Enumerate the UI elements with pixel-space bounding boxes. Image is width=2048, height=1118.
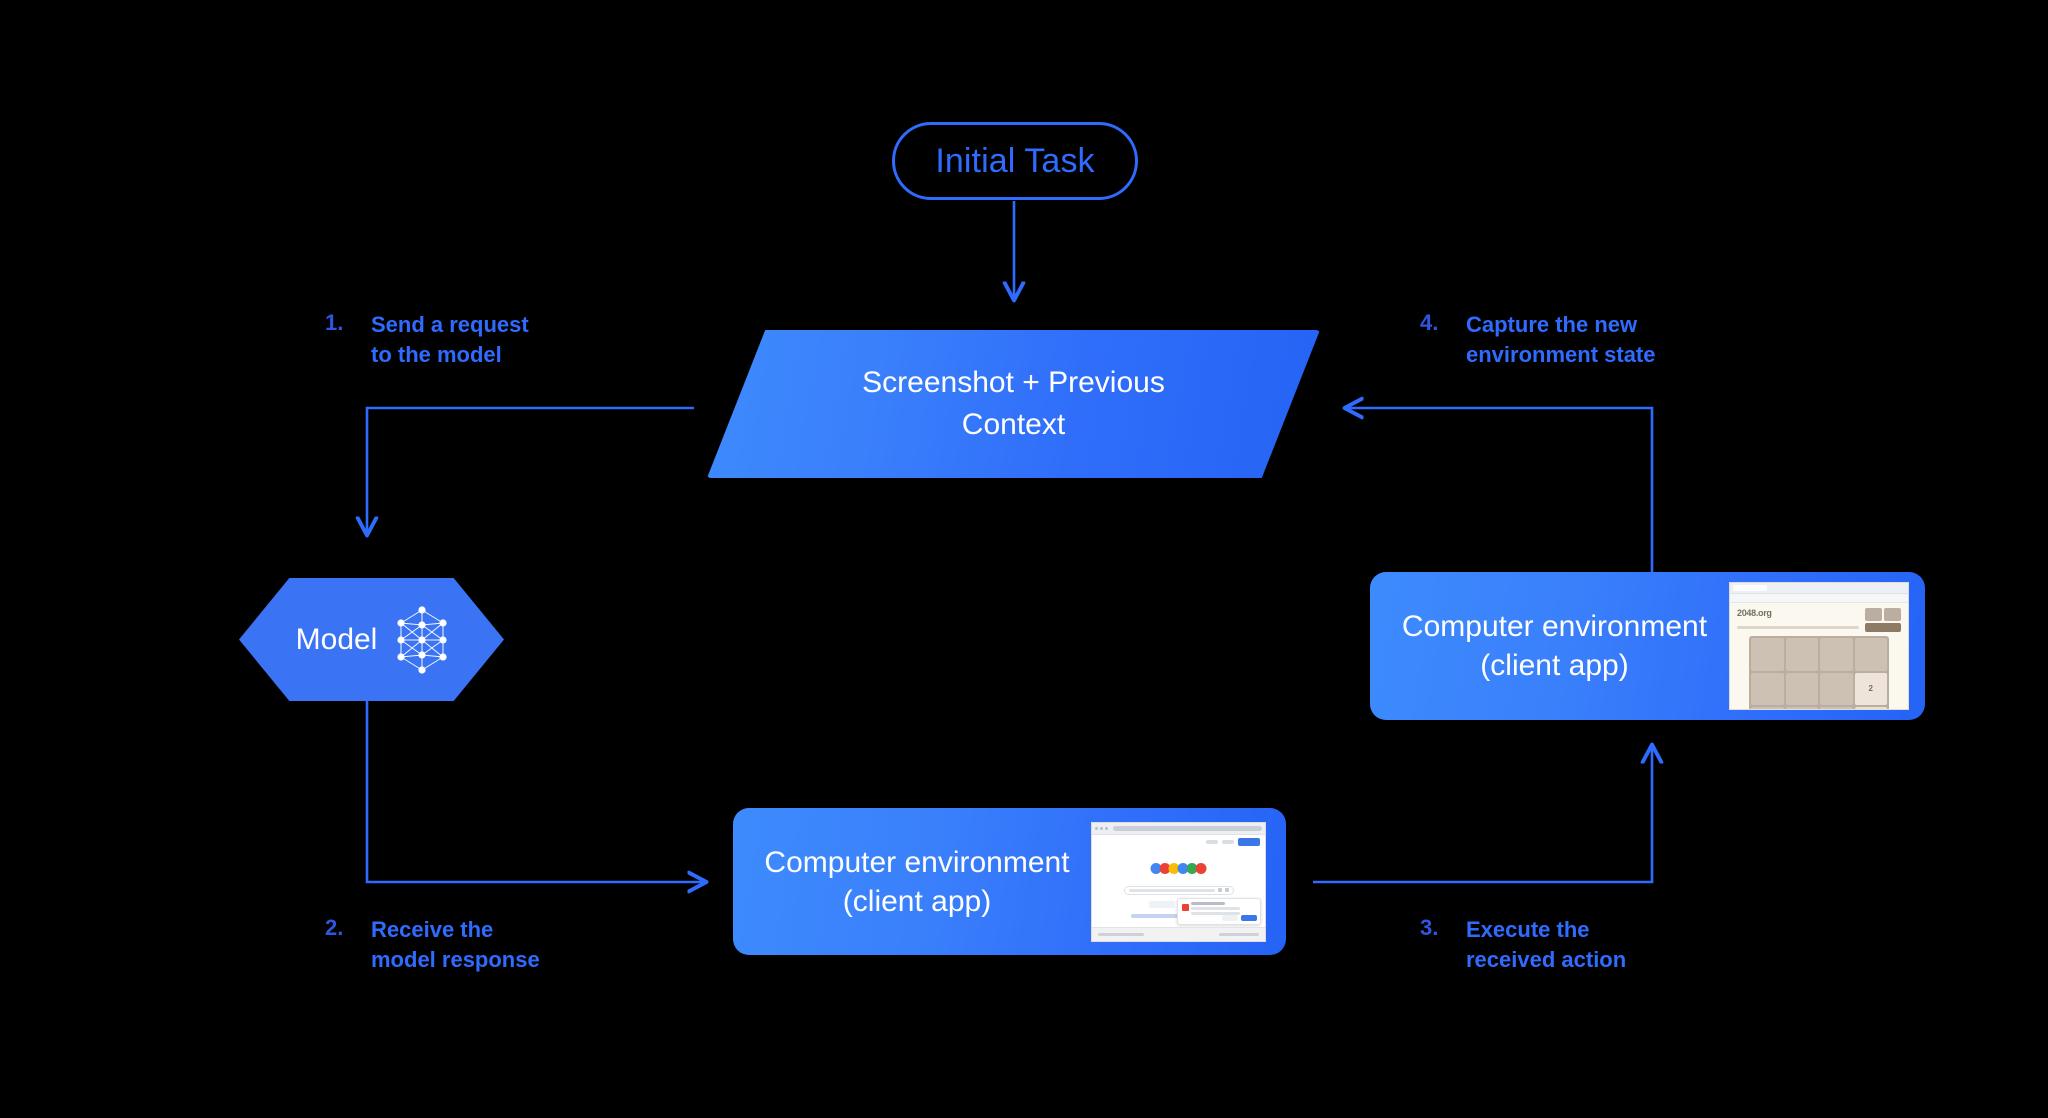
game-2048-instructions [1737,626,1859,629]
popup-primary-button [1241,914,1257,921]
game-2048-scores [1865,608,1901,621]
env-top-line1: Computer environment [1401,610,1708,643]
game-2048-cell [1785,707,1818,709]
step-4-label: 4. Capture the new environment state [1420,310,1656,371]
google-search-box [1123,885,1234,895]
computer-environment-top-node[interactable]: Computer environment (client app) 2048.o… [1370,572,1925,720]
screenshot-context-text: Screenshot + Previous Context [707,330,1320,478]
new-game-button [1865,623,1901,632]
step-2-number: 2. [325,915,344,940]
wire-screenshot-to-model [367,406,694,535]
env-top-line2: (client app) [1480,649,1629,682]
neural-network-icon [397,605,447,674]
popup-secondary-button [1222,914,1238,921]
browser-address-bar [1730,594,1908,603]
env-bottom-caption: Computer environment (client app) [733,843,1091,921]
browser-chrome-bar [1092,822,1265,835]
game-2048-cell [1820,707,1853,709]
parallelogram-shape [707,330,1320,478]
game-2048-cell [1820,638,1853,671]
computer-environment-bottom-node[interactable]: Computer environment (client app) [733,808,1286,955]
model-node[interactable]: Model [239,578,504,701]
initial-task-node[interactable]: Initial Task [892,122,1138,200]
game-2048-cell: 4 [1854,707,1887,709]
step-2-text: Receive the model response [371,917,540,973]
wire-env-top-to-screenshot [1345,408,1654,572]
google-topbar [1092,835,1265,849]
step-3-number: 3. [1420,915,1439,940]
wire-env-bottom-to-env-top [1313,745,1652,884]
browser-popup-dialog [1177,897,1261,925]
wire-model-to-env-bottom [365,701,706,882]
step-4-text: Capture the new environment state [1466,312,1656,368]
screenshot-context-node[interactable]: Screenshot + Previous Context [707,330,1320,478]
browser-tab-bar [1730,583,1908,594]
step-1-label: 1. Send a request to the model [325,310,529,371]
hexagon-shape [239,578,504,701]
google-search-thumbnail [1091,821,1266,942]
env-bottom-line1: Computer environment [764,845,1070,879]
game-2048-cell [1751,672,1784,705]
step-3-text: Execute the received action [1466,917,1627,973]
game-2048-cell [1854,638,1887,671]
step-1-text: Send a request to the model [371,312,529,368]
google-footer [1092,926,1265,941]
popup-icon [1182,903,1189,911]
step-3-label: 3. Execute the received action [1420,915,1626,976]
env-top-caption: Computer environment (client app) [1370,607,1729,685]
step-2-label: 2. Receive the model response [325,915,540,976]
screenshot-context-line2: Context [961,408,1066,441]
game-2048-title: 2048.org [1737,608,1772,618]
game-2048-cell [1751,638,1784,671]
google-logo-icon [1150,862,1206,874]
game-2048-cell: 2 [1854,672,1887,705]
signin-button [1238,837,1260,846]
game-2048-thumbnail: 2048.org 2448 [1729,582,1909,710]
initial-task-label: Initial Task [935,141,1095,180]
env-bottom-line2: (client app) [842,884,992,918]
game-2048-cell [1785,672,1818,705]
game-2048-cell [1751,707,1784,709]
game-2048-board: 2448 [1749,636,1889,709]
screenshot-context-line1: Screenshot + Previous [862,365,1165,399]
model-label: Model [295,622,378,656]
google-search-button [1149,900,1175,908]
step-4-number: 4. [1420,310,1439,335]
address-bar [1113,825,1262,831]
game-2048-cell [1785,638,1818,671]
game-2048-cell [1820,672,1853,705]
step-1-number: 1. [325,310,344,335]
